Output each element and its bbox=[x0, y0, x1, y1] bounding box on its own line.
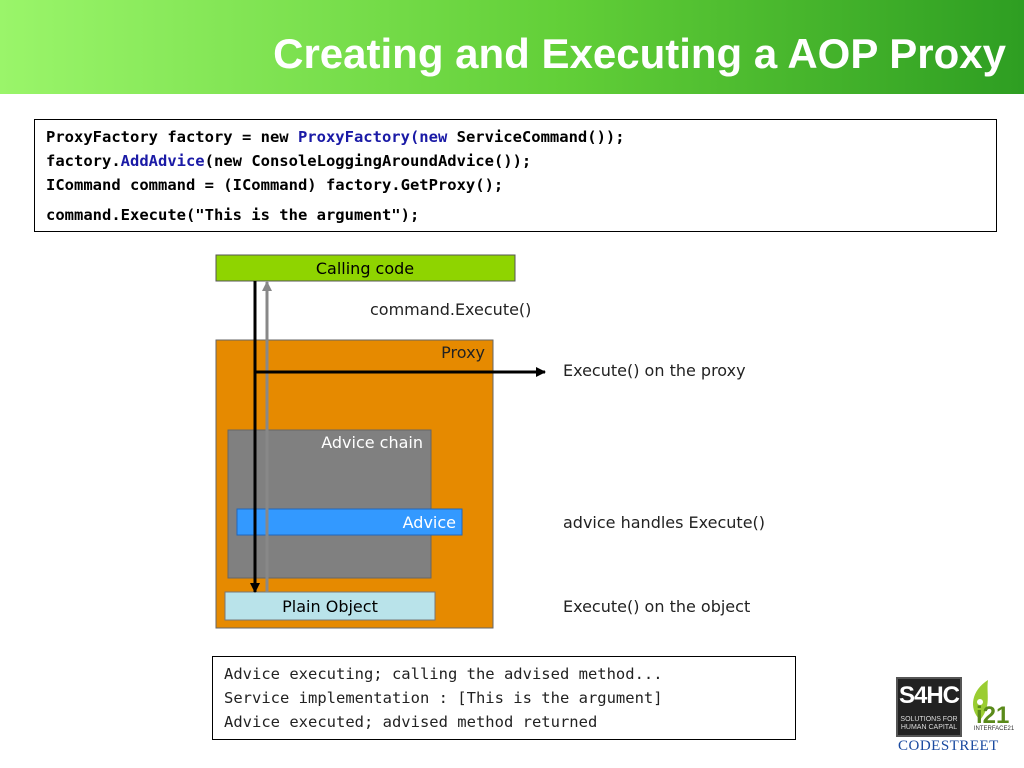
i21-dot-icon bbox=[977, 699, 983, 705]
calling-code-label: Calling code bbox=[316, 259, 414, 278]
code-text: ProxyFactory factory = new bbox=[46, 128, 298, 146]
code-line-3: ICommand command = (ICommand) factory.Ge… bbox=[46, 176, 504, 194]
advice-handles-label: advice handles Execute() bbox=[563, 513, 765, 532]
execute-on-object-label: Execute() on the object bbox=[563, 597, 750, 616]
execute-on-proxy-label: Execute() on the proxy bbox=[563, 361, 746, 380]
advice-box bbox=[236, 508, 463, 536]
proxy-label: Proxy bbox=[441, 343, 485, 362]
code-text: ServiceCommand()); bbox=[447, 128, 625, 146]
interface21-logo: i21 bbox=[973, 680, 1009, 729]
s4hc-logo: S4HC SOLUTIONS FOR HUMAN CAPITAL bbox=[896, 677, 962, 737]
slide-header: Creating and Executing a AOP Proxy bbox=[0, 0, 1024, 94]
advice-label: Advice bbox=[403, 513, 456, 532]
code-text: factory. bbox=[46, 152, 121, 170]
output-line-2: Service implementation : [This is the ar… bbox=[224, 689, 663, 707]
plain-object-box bbox=[224, 591, 436, 621]
output-line-3: Advice executed; advised method returned bbox=[224, 713, 598, 731]
code-line-4: command.Execute("This is the argument"); bbox=[46, 206, 420, 224]
code-keyword: AddAdvice bbox=[120, 152, 205, 170]
output-line-1: Advice executing; calling the advised me… bbox=[224, 665, 663, 683]
code-text: (new ConsoleLoggingAroundAdvice()); bbox=[204, 152, 532, 170]
console-output: Advice executing; calling the advised me… bbox=[212, 656, 796, 740]
command-execute-label: command.Execute() bbox=[370, 300, 531, 319]
interface21-logo-subtitle: INTERFACE21 bbox=[973, 726, 1015, 732]
s4hc-logo-subtitle: SOLUTIONS FOR HUMAN CAPITAL bbox=[900, 716, 958, 731]
calling-code-box bbox=[215, 254, 516, 282]
code-snippet: ProxyFactory factory = new ProxyFactory(… bbox=[34, 119, 997, 232]
code-line-1: ProxyFactory factory = new ProxyFactory(… bbox=[46, 127, 625, 147]
s4hc-logo-text: S4HC bbox=[898, 682, 960, 709]
code-line-2: factory.AddAdvice(new ConsoleLoggingArou… bbox=[46, 151, 531, 171]
code-keyword: ProxyFactory(new bbox=[297, 128, 448, 146]
slide-title: Creating and Executing a AOP Proxy bbox=[273, 30, 1006, 77]
advice-chain-box bbox=[227, 429, 432, 579]
codestreet-logo: CODESTREET bbox=[898, 738, 999, 754]
advice-chain-label: Advice chain bbox=[321, 433, 423, 452]
i21-logo-text: i21 bbox=[976, 702, 1009, 729]
plain-object-label: Plain Object bbox=[282, 597, 378, 616]
